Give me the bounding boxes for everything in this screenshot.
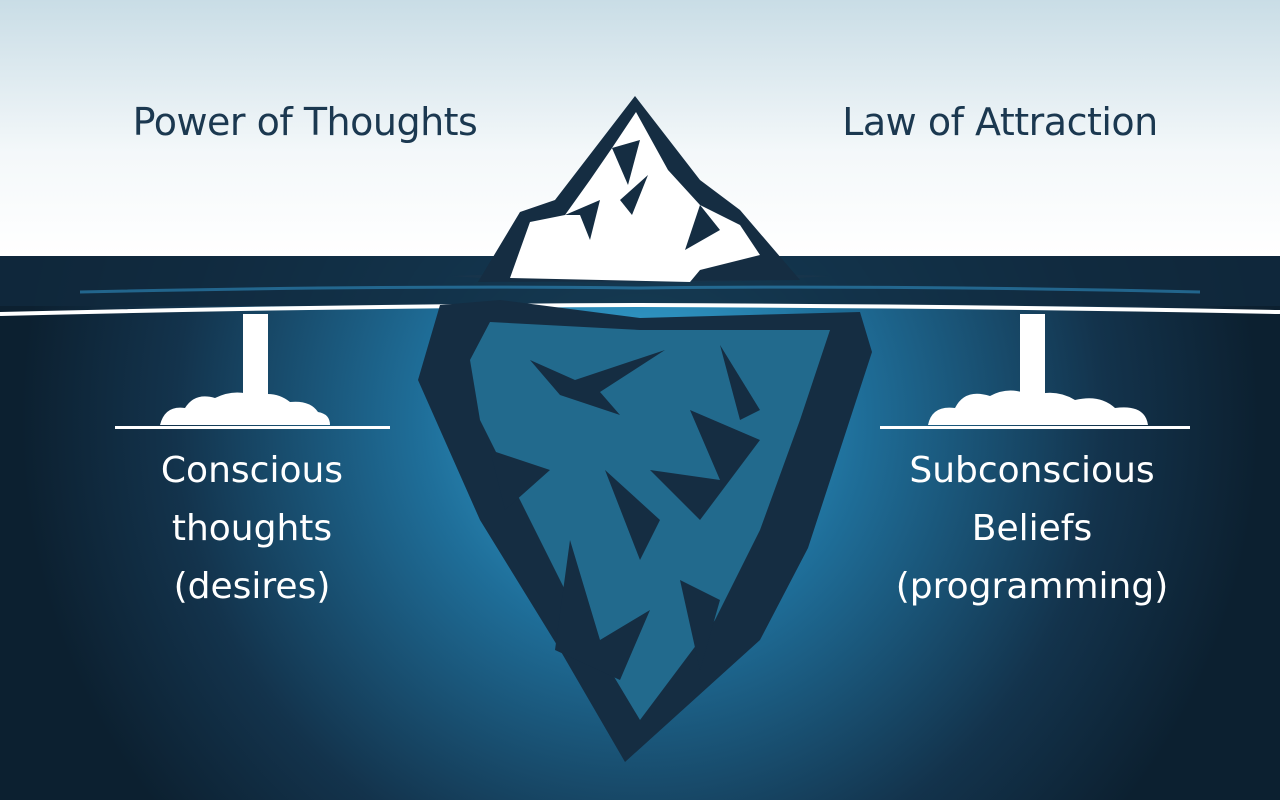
right-caption-line: Subconscious: [909, 450, 1155, 491]
left-pillar-cloud: [115, 314, 390, 429]
submerged-iceberg: [418, 300, 872, 762]
right-pillar-cloud: [880, 314, 1190, 429]
left-caption-line: (desires): [173, 566, 331, 607]
left-caption: Conscious thoughts (desires): [102, 442, 402, 616]
right-caption-line: (programming): [895, 566, 1169, 607]
waterline: [0, 302, 1280, 316]
left-caption-line: thoughts: [171, 508, 333, 549]
left-caption-line: Conscious: [160, 450, 344, 491]
title-power-of-thoughts: Power of Thoughts: [132, 100, 478, 144]
iceberg-tip: [450, 96, 830, 283]
right-caption-line: Beliefs: [971, 508, 1093, 549]
right-caption: Subconscious Beliefs (programming): [862, 442, 1202, 616]
title-law-of-attraction: Law of Attraction: [842, 100, 1158, 144]
